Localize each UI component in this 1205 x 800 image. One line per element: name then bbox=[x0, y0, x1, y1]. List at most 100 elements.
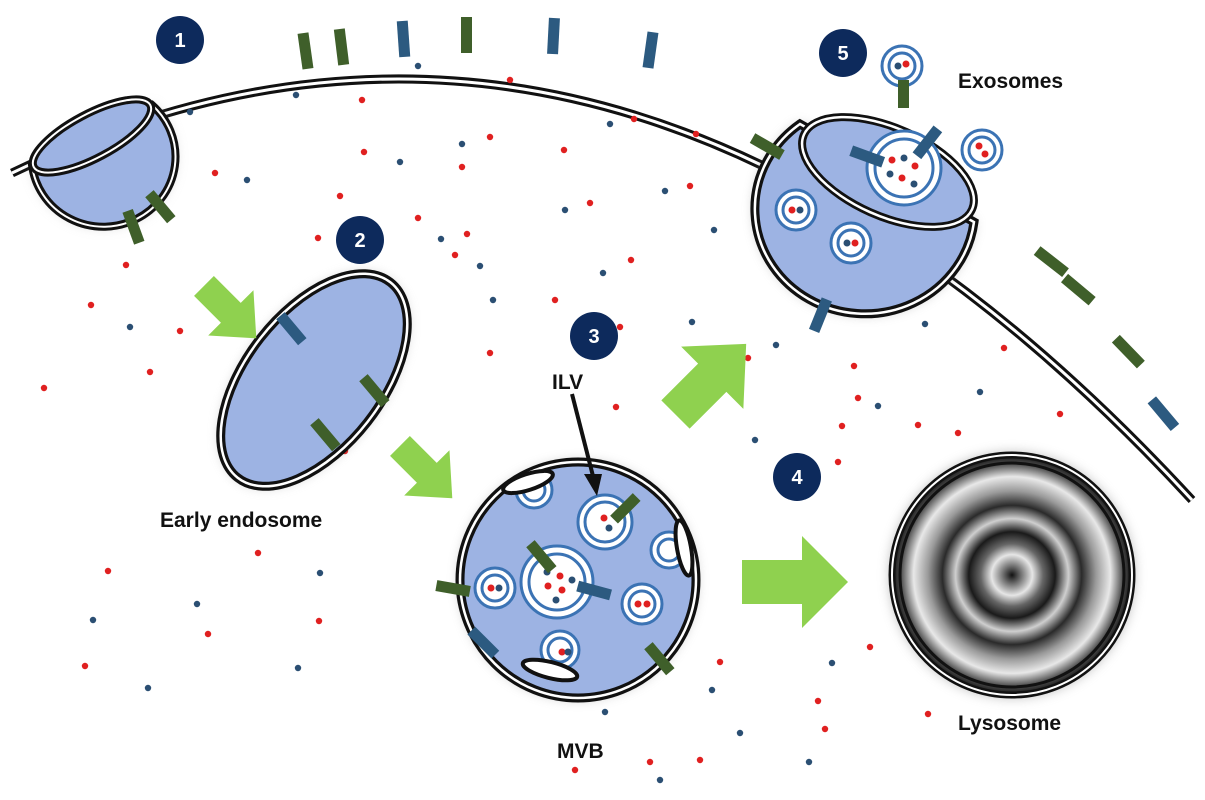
fusing-mvb bbox=[749, 113, 979, 334]
step-number-2: 2 bbox=[354, 230, 365, 252]
molecule-dot-blue bbox=[736, 729, 744, 737]
molecule-dot-blue bbox=[874, 402, 882, 410]
plasma-membrane bbox=[10, 74, 1196, 504]
molecule-dot-red bbox=[486, 133, 494, 141]
molecule-dot-blue bbox=[489, 296, 497, 304]
molecule-dot-red bbox=[40, 384, 48, 392]
step-badge-2: 2 bbox=[336, 216, 384, 264]
step-badge-5: 5 bbox=[819, 29, 867, 77]
molecule-dot-red bbox=[314, 234, 322, 242]
molecule-dot-red bbox=[254, 549, 262, 557]
molecule-dot-red bbox=[744, 354, 752, 362]
molecule-dot-red bbox=[821, 725, 829, 733]
molecule-dot-blue bbox=[144, 684, 152, 692]
molecule-dot-blue bbox=[396, 158, 404, 166]
molecule-dot-red bbox=[866, 643, 874, 651]
molecule-dot-blue bbox=[606, 120, 614, 128]
molecule-dot-red bbox=[692, 130, 700, 138]
label-early-endosome: Early endosome bbox=[160, 509, 322, 532]
molecule-dot-blue bbox=[316, 569, 324, 577]
molecule-dot-red bbox=[463, 230, 471, 238]
molecule-dot-blue bbox=[828, 659, 836, 667]
molecule-dot-blue bbox=[599, 269, 607, 277]
step-badge-1: 1 bbox=[156, 16, 204, 64]
step-badge-3: 3 bbox=[570, 312, 618, 360]
molecule-dot-red bbox=[1000, 344, 1008, 352]
molecule-dot-red bbox=[686, 182, 694, 190]
molecule-dot-red bbox=[696, 756, 704, 764]
arrow-3-to-4 bbox=[742, 536, 848, 628]
molecule-dot-red bbox=[486, 349, 494, 357]
endocytic-vesicle bbox=[27, 95, 180, 245]
molecule-dot-red bbox=[87, 301, 95, 309]
molecule-dot-red bbox=[458, 163, 466, 171]
molecule-dot-blue bbox=[292, 91, 300, 99]
molecule-dot-red bbox=[336, 192, 344, 200]
molecule-dot-blue bbox=[751, 436, 759, 444]
molecule-dot-red bbox=[716, 658, 724, 666]
molecule-dot-red bbox=[646, 758, 654, 766]
molecule-dot-blue bbox=[476, 262, 484, 270]
step-number-1: 1 bbox=[174, 30, 185, 52]
label-exosomes: Exosomes bbox=[958, 70, 1063, 93]
arrow-2-to-3 bbox=[390, 436, 453, 499]
molecule-dot-red bbox=[586, 199, 594, 207]
molecule-dot-red bbox=[814, 697, 822, 705]
molecule-dot-blue bbox=[126, 323, 134, 331]
molecule-dot-red bbox=[954, 429, 962, 437]
multivesicular-body bbox=[435, 457, 701, 703]
molecule-dot-blue bbox=[458, 140, 466, 148]
molecule-dot-red bbox=[451, 251, 459, 259]
molecule-dot-blue bbox=[661, 187, 669, 195]
molecule-dot-red bbox=[850, 362, 858, 370]
step-number-5: 5 bbox=[837, 43, 848, 65]
molecule-dot-red bbox=[838, 422, 846, 430]
molecule-dot-red bbox=[560, 146, 568, 154]
molecule-dot-red bbox=[176, 327, 184, 335]
cytoplasm-molecules bbox=[40, 62, 1064, 784]
molecule-dot-red bbox=[551, 296, 559, 304]
early-endosome bbox=[216, 269, 412, 491]
molecule-dot-red bbox=[104, 567, 112, 575]
molecule-dot-blue bbox=[772, 341, 780, 349]
molecule-dot-blue bbox=[688, 318, 696, 326]
molecule-dot-red bbox=[854, 394, 862, 402]
label-mvb: MVB bbox=[557, 740, 604, 763]
molecule-dot-blue bbox=[243, 176, 251, 184]
molecule-dot-red bbox=[211, 169, 219, 177]
molecule-dot-red bbox=[1056, 410, 1064, 418]
ilv-pointer-arrow bbox=[570, 393, 602, 496]
molecule-dot-red bbox=[204, 630, 212, 638]
molecule-dot-blue bbox=[294, 664, 302, 672]
molecule-dot-blue bbox=[601, 708, 609, 716]
molecule-dot-red bbox=[924, 710, 932, 718]
molecule-dot-blue bbox=[976, 388, 984, 396]
molecule-dot-blue bbox=[921, 320, 929, 328]
molecule-dot-blue bbox=[710, 226, 718, 234]
molecule-dot-red bbox=[315, 617, 323, 625]
molecule-dot-red bbox=[616, 323, 624, 331]
molecule-dot-blue bbox=[89, 616, 97, 624]
molecule-dot-red bbox=[914, 421, 922, 429]
molecule-dot-red bbox=[834, 458, 842, 466]
pathway-arrows bbox=[194, 276, 848, 628]
molecule-dot-blue bbox=[193, 600, 201, 608]
step-number-3: 3 bbox=[588, 326, 599, 348]
label-lysosome: Lysosome bbox=[958, 712, 1061, 735]
molecule-dot-red bbox=[358, 96, 366, 104]
molecule-dot-red bbox=[506, 76, 514, 84]
label-ilv: ILV bbox=[552, 371, 583, 394]
molecule-dot-red bbox=[627, 256, 635, 264]
arrow-1-to-2 bbox=[194, 276, 257, 339]
step-badge-4: 4 bbox=[773, 453, 821, 501]
molecule-dot-blue bbox=[656, 776, 664, 784]
molecule-dot-red bbox=[81, 662, 89, 670]
molecule-dot-blue bbox=[708, 686, 716, 694]
molecule-dot-blue bbox=[437, 235, 445, 243]
molecule-dot-red bbox=[360, 148, 368, 156]
molecule-dot-red bbox=[630, 115, 638, 123]
molecule-dot-blue bbox=[186, 108, 194, 116]
molecule-dot-red bbox=[571, 766, 579, 774]
arrow-3-to-5 bbox=[661, 343, 747, 429]
